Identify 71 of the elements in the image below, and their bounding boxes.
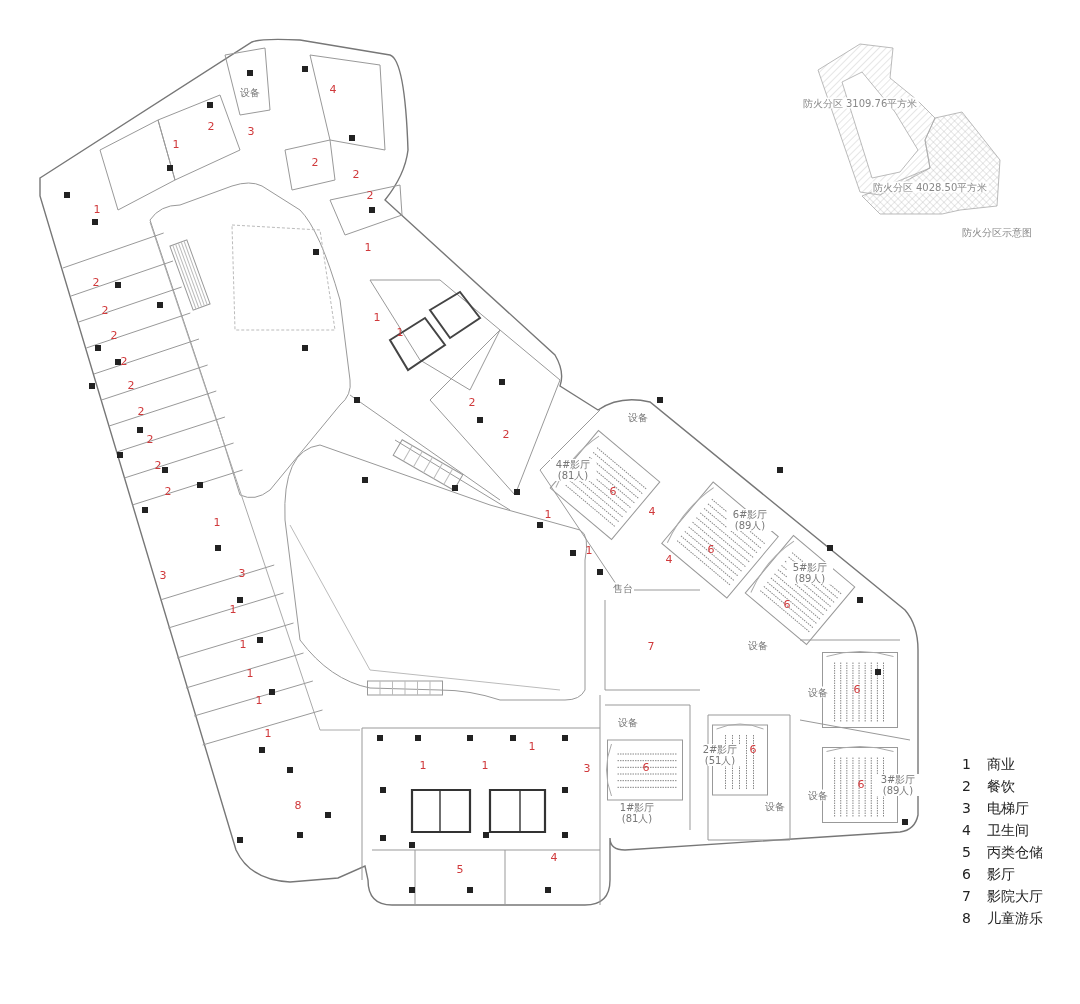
room-number: 6 (749, 743, 757, 757)
room-label: 设备 (807, 686, 829, 698)
room-label: 设备 (807, 789, 829, 801)
room-number: 3 (159, 569, 167, 583)
room-number: 2 (154, 459, 162, 473)
room-number: 7 (647, 640, 655, 654)
room-number: 1 (229, 603, 237, 617)
room-number: 1 (255, 694, 263, 708)
room-number: 2 (311, 156, 319, 170)
room-number: 1 (544, 508, 552, 522)
room-number: 2 (120, 355, 128, 369)
room-number: 1 (528, 740, 536, 754)
room-label: 设备 (239, 86, 261, 98)
room-number: 2 (137, 405, 145, 419)
room-number: 1 (419, 759, 427, 773)
room-number: 1 (585, 544, 593, 558)
room-label: 设备 (747, 639, 769, 651)
room-number: 2 (352, 168, 360, 182)
room-number: 3 (583, 762, 591, 776)
room-label: 设备 (617, 716, 639, 728)
zone-area-label: 防火分区示意图 (961, 226, 1033, 238)
room-number: 2 (110, 329, 118, 343)
room-number: 2 (164, 485, 172, 499)
room-number: 1 (213, 516, 221, 530)
room-number: 6 (609, 485, 617, 499)
hall-label: 4#影厅 (81人) (550, 459, 596, 481)
hall-label: 5#影厅 (89人) (787, 562, 833, 584)
legend-item: 5 丙类仓储 (962, 844, 1044, 862)
legend-item: 2 餐饮 (962, 778, 1016, 796)
legend-item: 4 卫生间 (962, 822, 1030, 840)
room-number: 2 (146, 433, 154, 447)
legend-item: 3 电梯厅 (962, 800, 1030, 818)
room-number: 1 (264, 727, 272, 741)
room-number: 1 (93, 203, 101, 217)
room-label: 设备 (627, 411, 649, 423)
room-number: 5 (456, 863, 464, 877)
room-number: 8 (294, 799, 302, 813)
room-number: 1 (373, 311, 381, 325)
room-number: 3 (238, 567, 246, 581)
hall-label: 3#影厅 (89人) (875, 774, 921, 796)
room-label: 设备 (764, 800, 786, 812)
room-number: 6 (642, 761, 650, 775)
room-number: 6 (707, 543, 715, 557)
room-number: 2 (101, 304, 109, 318)
room-number: 6 (857, 778, 865, 792)
room-number: 2 (468, 396, 476, 410)
room-number: 4 (329, 83, 337, 97)
zone-area-label: 防火分区 4028.50平方米 (871, 181, 989, 193)
room-number: 6 (783, 598, 791, 612)
room-number: 1 (364, 241, 372, 255)
room-number: 2 (207, 120, 215, 134)
legend-item: 1 商业 (962, 756, 1016, 774)
room-number: 1 (246, 667, 254, 681)
room-number: 4 (665, 553, 673, 567)
room-number: 4 (648, 505, 656, 519)
room-number: 1 (481, 759, 489, 773)
zone-area-label: 防火分区 3109.76平方米 (801, 97, 919, 109)
room-number: 1 (239, 638, 247, 652)
room-label: 售台 (612, 582, 634, 594)
room-number: 3 (247, 125, 255, 139)
legend-item: 8 儿童游乐 (962, 910, 1044, 928)
room-number: 2 (366, 189, 374, 203)
room-number: 4 (550, 851, 558, 865)
hall-label: 6#影厅 (89人) (727, 509, 773, 531)
legend-item: 7 影院大厅 (962, 888, 1044, 906)
room-number: 1 (172, 138, 180, 152)
room-number: 2 (92, 276, 100, 290)
room-number: 2 (502, 428, 510, 442)
room-number: 2 (127, 379, 135, 393)
legend-item: 6 影厅 (962, 866, 1016, 884)
room-number: 6 (853, 683, 861, 697)
